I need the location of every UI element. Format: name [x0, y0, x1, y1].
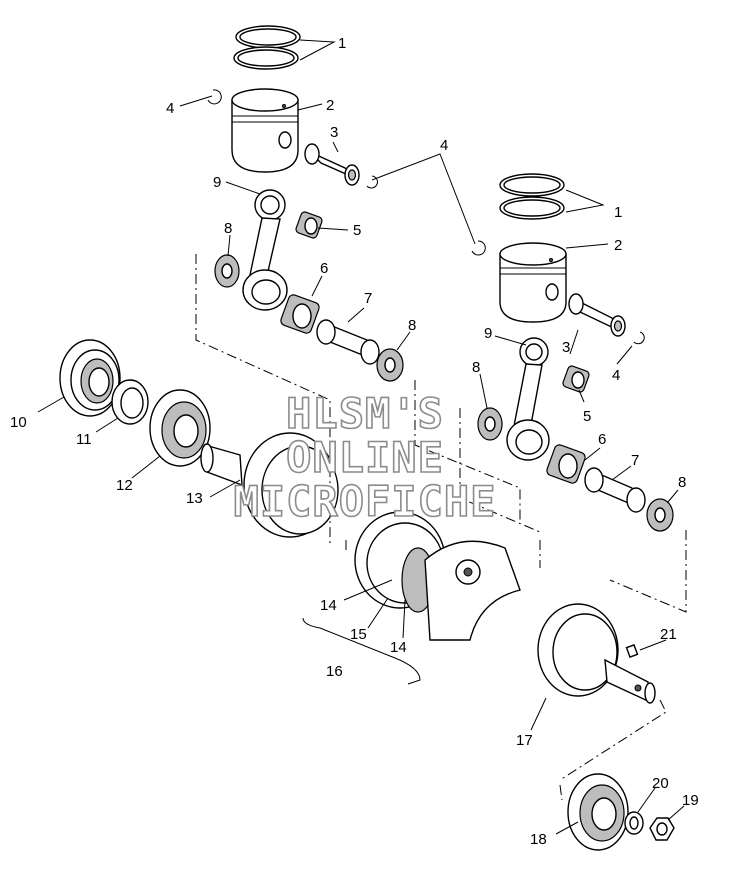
main-bearing-mid-left — [149, 389, 211, 467]
callout-label: 11 — [76, 431, 92, 448]
thrust-washer-right-2 — [646, 498, 674, 532]
callout-label: 8 — [678, 474, 686, 491]
callout-label: 8 — [472, 359, 480, 376]
circlip-right-of-pin — [366, 175, 378, 189]
callout-label: 3 — [330, 124, 338, 141]
circlip-upper-left — [207, 89, 222, 105]
callout-label: 7 — [364, 290, 372, 307]
callout-label: 9 — [213, 174, 221, 191]
callout-label: 16 — [326, 663, 343, 680]
piston-rings-upper-left — [233, 25, 301, 70]
woodruff-key — [625, 644, 639, 658]
center-crank-web — [424, 540, 521, 641]
circlip-right-upper — [471, 240, 486, 256]
callout-label: 18 — [530, 831, 547, 848]
piston-right — [499, 242, 567, 323]
callout-label: 4 — [166, 100, 174, 117]
callout-label: 13 — [186, 490, 203, 507]
callout-label: 5 — [353, 222, 361, 239]
piston-rings-right — [499, 173, 565, 220]
callout-label: 6 — [598, 431, 606, 448]
connecting-rod-right — [506, 337, 550, 461]
callout-label: 8 — [408, 317, 416, 334]
thrust-washer-left-2 — [376, 348, 404, 382]
callout-label: 20 — [652, 775, 669, 792]
callout-label: 12 — [116, 477, 133, 494]
callout-label: 6 — [320, 260, 328, 277]
needle-bearing-large-right — [546, 444, 586, 484]
needle-bearing-large-left — [280, 294, 320, 334]
nut-right — [649, 817, 675, 841]
callout-label: 15 — [350, 626, 367, 643]
needle-bearing-small-right — [562, 365, 590, 393]
spacer-ring-left — [111, 379, 149, 425]
callout-label: 21 — [660, 626, 677, 643]
main-bearing-left — [59, 339, 121, 417]
crank-half-left — [200, 432, 339, 538]
circlip-right-lower — [633, 331, 645, 345]
connecting-rod-left — [242, 189, 288, 311]
crank-pin-right — [584, 467, 646, 513]
watermark: HLSM'S ONLINE MICROFICHE — [233, 388, 497, 527]
piston-upper-left — [231, 88, 299, 173]
thrust-washer-right-1 — [477, 407, 503, 441]
callout-label: 1 — [614, 204, 622, 221]
crank-pin-left — [316, 319, 380, 365]
callout-label: 2 — [614, 237, 622, 254]
callout-label: 8 — [224, 220, 232, 237]
callout-label: 9 — [484, 325, 492, 342]
callout-label: 2 — [326, 97, 334, 114]
piston-pin-upper-left — [304, 143, 360, 186]
callout-label: 10 — [10, 414, 27, 431]
callout-label: 5 — [583, 408, 591, 425]
callout-label: 1 — [338, 35, 346, 52]
callout-label: 4 — [612, 367, 620, 384]
piston-pin-right — [568, 293, 626, 337]
callout-label: 4 — [440, 137, 448, 154]
leader-lines — [37, 39, 685, 835]
watermark-line-2: ONLINE — [286, 433, 444, 482]
washer-right — [624, 811, 644, 835]
callout-label: 14 — [390, 639, 407, 656]
callout-label: 7 — [631, 452, 639, 469]
assembly-guide-lines — [195, 254, 687, 801]
crank-half-right — [537, 603, 656, 704]
needle-bearing-small-left — [295, 211, 323, 239]
watermark-line-1: HLSM'S — [286, 389, 444, 438]
thrust-washer-left-1 — [214, 254, 240, 288]
callout-label: 14 — [320, 597, 337, 614]
callout-label: 19 — [682, 792, 699, 809]
main-bearing-right — [567, 773, 629, 851]
callout-label: 17 — [516, 732, 533, 749]
watermark-line-3: MICROFICHE — [234, 477, 497, 526]
callout-numbers: 1 2 3 4 4 9 5 8 6 7 8 1 2 9 3 4 8 5 6 7 … — [10, 35, 699, 848]
callout-label: 3 — [562, 339, 570, 356]
